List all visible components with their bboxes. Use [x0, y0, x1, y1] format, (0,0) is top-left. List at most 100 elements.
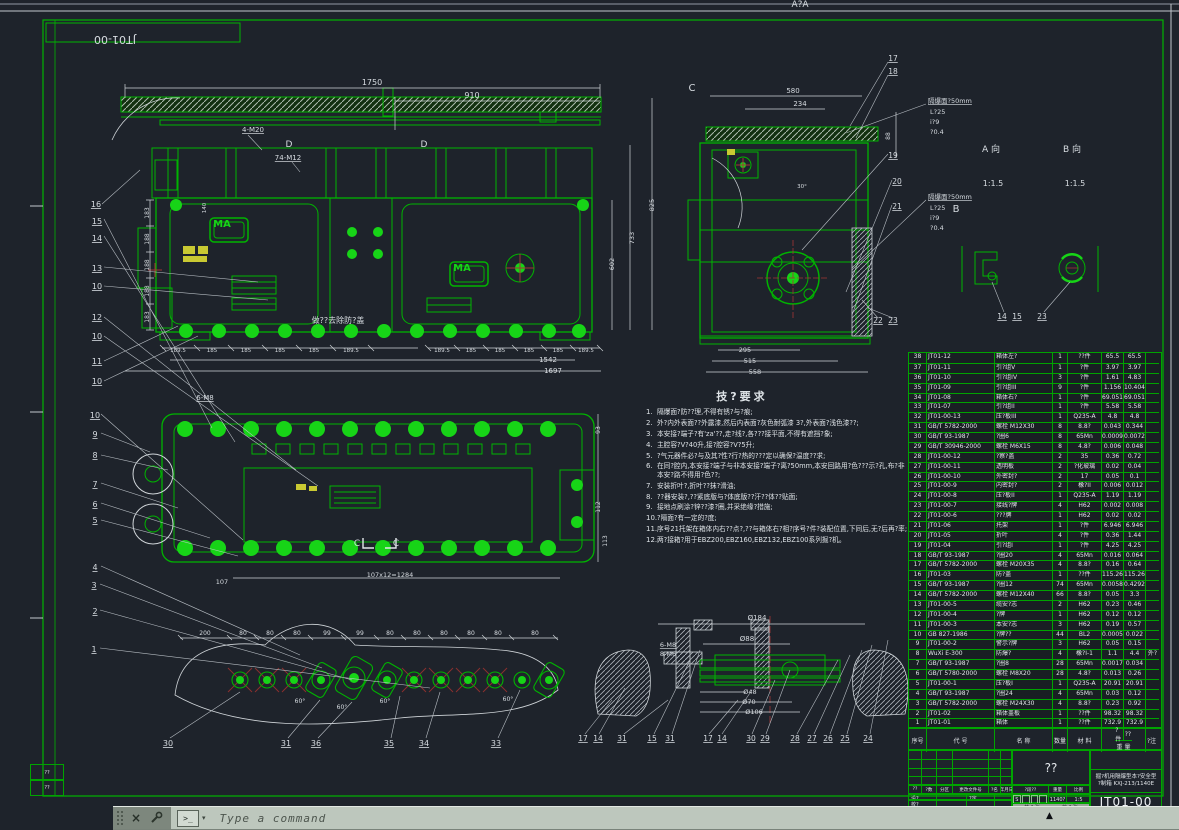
bom-cell: 4 [1053, 688, 1068, 699]
dwg-label: 做??去除防?盖 [312, 315, 365, 325]
bom-cell: 5.58 [1102, 402, 1124, 413]
dwg-label: 580 [786, 87, 799, 95]
chevron-down-icon[interactable]: ▾ [202, 814, 206, 822]
bom-cell: 8.8? [1068, 560, 1102, 571]
dwg-label: 23 [1037, 312, 1047, 321]
bom-cell: 3.97 [1102, 362, 1124, 373]
bom-cell: 4 [1053, 649, 1068, 660]
command-bar[interactable]: × >_ ▾ Type a command [113, 806, 1179, 830]
bom-cell: 2 [1053, 481, 1068, 492]
bom-cell: 4.8? [1068, 441, 1102, 452]
bom-cell: 31 [909, 422, 927, 432]
detail-view-b [1058, 246, 1099, 292]
bom-cell: ?件 [1068, 362, 1102, 373]
bom-cell: 28 [909, 451, 927, 462]
bom-cell [1146, 708, 1159, 719]
bom-cell: 30 [909, 432, 927, 442]
bom-cell: 0.64 [1124, 560, 1146, 571]
bom-cell: H62 [1068, 501, 1102, 511]
dwg-label: B [953, 204, 960, 215]
bom-cell: 0.0009 [1102, 432, 1124, 442]
bom-cell: 1 [1053, 392, 1068, 403]
dwg-label: 99 [323, 630, 331, 637]
bom-cell: 10 [909, 629, 927, 640]
bom-cell: 5.58 [1124, 402, 1146, 413]
dwg-label: 185 [495, 348, 506, 354]
dwg-label: 107x12=1284 [367, 571, 414, 579]
revision-header-cell: 更改文件号 [953, 786, 989, 793]
command-prompt-icon[interactable]: >_ [177, 809, 199, 827]
dwg-label: 60° [503, 696, 514, 703]
dwg-label: MA [453, 263, 471, 274]
dwg-label: 隔爆面?50mm [928, 192, 972, 201]
ma-badge-right [449, 261, 489, 287]
bom-cell [1146, 441, 1159, 452]
tech-requirements-list: 1.隔爆面?防??理,不得有锈?与?痕;2.外?内外表面??外露漆,然后内表面?… [646, 408, 908, 544]
bom-cell: 69.051 [1102, 392, 1124, 403]
bom-cell: GB/T 5782-2000 [927, 698, 995, 709]
bom-cell: 4 [1053, 501, 1068, 511]
revision-header-cell: ?名 [989, 786, 1001, 793]
tech-requirement-item: 11.序号21托架在箱体内右??点?,??与箱体右?相?序号?件?装配位置,下同… [646, 525, 908, 534]
section-view [687, 126, 879, 345]
plan-bolt-circles [177, 421, 556, 556]
dwg-label: 17 [888, 54, 898, 63]
grip-dots-icon [116, 810, 125, 826]
wrench-icon[interactable] [149, 811, 163, 825]
dwg-label: 80 [531, 630, 539, 637]
bom-cell: 1.19 [1102, 491, 1124, 502]
bom-cell: 17 [909, 560, 927, 571]
bom-cell: 732.9 [1124, 718, 1146, 729]
dwg-label: 295 [739, 346, 751, 354]
bom-cell: 20 [909, 530, 927, 541]
bom-cell: 38 [909, 353, 927, 363]
bom-cell: 0.0017 [1102, 659, 1124, 669]
bom-cell: 15 [909, 580, 927, 590]
dwg-label: 185 [207, 348, 218, 354]
dwg-label: 88 [885, 132, 892, 140]
command-input[interactable]: Type a command [219, 811, 327, 825]
dwg-label: 185 [275, 348, 286, 354]
bom-cell: 橡?I-1 [1068, 649, 1102, 660]
bom-cell: 8 [1053, 441, 1068, 452]
dwg-label: C [689, 83, 696, 94]
close-icon[interactable]: × [131, 811, 142, 825]
command-bar-grip[interactable]: × [113, 807, 171, 829]
signature-row-1: 设? ?定 [908, 794, 1013, 801]
expand-arrow-icon[interactable]: ▲ [1046, 811, 1053, 821]
bom-cell: BL2 [1068, 629, 1102, 640]
bom-cell: JT01-00-7 [927, 501, 995, 511]
bom-cell: 0.03 [1102, 688, 1124, 699]
dwg-label: 74-M12 [275, 154, 301, 162]
dwg-label: 189.5 [343, 348, 359, 354]
bom-cell: 0.02 [1102, 461, 1124, 472]
dwg-label: Ø88 [740, 635, 754, 643]
bom-cell: GB/T 5782-2000 [927, 590, 995, 600]
dwg-label: 10 [92, 332, 102, 341]
bom-cell: 折叶 [995, 530, 1053, 541]
dwg-label: 188 [144, 233, 151, 245]
revision-header-cell: 分区 [937, 786, 953, 793]
bom-cell: GB/T 30946-2000 [927, 441, 995, 452]
dwg-label: 31 [665, 734, 675, 743]
dwg-label: 189.5 [170, 348, 186, 354]
bom-cell: 9 [1053, 382, 1068, 393]
bom-cell: 0.15 [1124, 639, 1146, 650]
bom-cell: GB 827-1986 [927, 629, 995, 640]
bom-cell: 65.5 [1102, 353, 1124, 363]
dwg-label: 14 [717, 734, 727, 743]
bom-cell: 4 [1053, 698, 1068, 709]
dwg-label: 15 [647, 734, 657, 743]
bom-cell: 1 [1053, 718, 1068, 729]
dwg-label: 1542 [539, 356, 557, 364]
bom-cell [1146, 599, 1159, 610]
bom-cell: 98.32 [1124, 708, 1146, 719]
bom-cell: 11 [909, 619, 927, 630]
dwg-label: 27 [807, 734, 817, 743]
bom-cell: 1 [1053, 491, 1068, 502]
dwg-label: A 向 [982, 143, 1000, 155]
bom-cell: 1 [909, 718, 927, 729]
bom-cell: 65Mn [1068, 659, 1102, 669]
